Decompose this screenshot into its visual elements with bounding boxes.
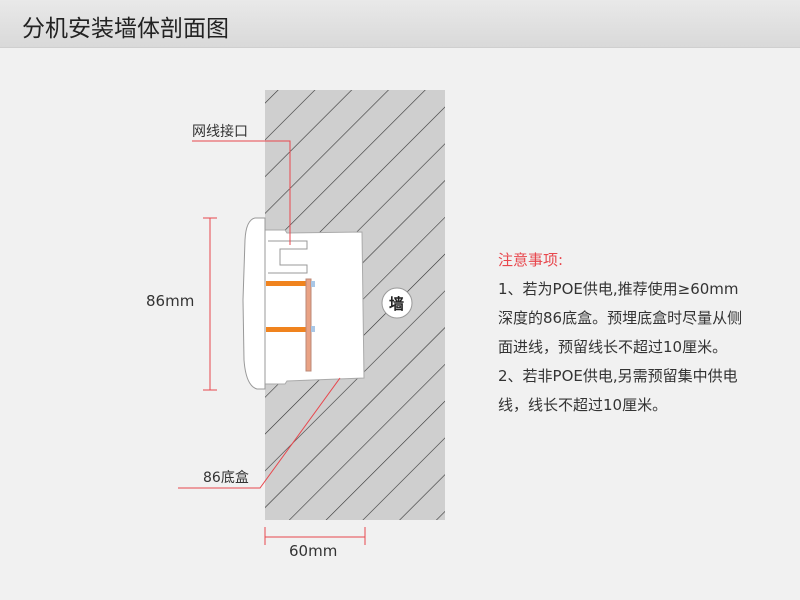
note-line: 2、若非POE供电,另需预留集中供电 <box>498 367 738 385</box>
note-line: 1、若为POE供电,推荐使用≥60mm <box>498 280 739 298</box>
header-bar: 分机安装墙体剖面图 <box>0 0 800 48</box>
mount-plate <box>305 278 312 372</box>
note-line: 深度的86底盒。预埋底盒时尽量从侧 <box>498 309 743 327</box>
device-faceplate <box>242 217 266 390</box>
note-line: 面进线，预留线长不超过10厘米。 <box>498 338 728 356</box>
leader-cable-port <box>192 140 291 245</box>
leader-box <box>178 377 341 489</box>
notes-panel: 注意事项: 1、若为POE供电,推荐使用≥60mm 深度的86底盒。预埋底盒时尽… <box>498 246 798 420</box>
height-dimension-label: 86mm <box>146 292 195 310</box>
notes-title: 注意事项: <box>498 251 564 269</box>
wall-badge <box>381 287 413 319</box>
depth-dimension-label: 60mm <box>289 542 338 560</box>
wall-label: 墙 <box>389 295 405 313</box>
back-box <box>264 229 365 385</box>
box-label: 86底盒 <box>203 470 249 486</box>
page-title: 分机安装墙体剖面图 <box>22 16 229 42</box>
bracket-bottom <box>266 327 308 332</box>
bracket-top <box>266 281 308 286</box>
note-line: 线，线长不超过10厘米。 <box>498 396 668 414</box>
cable-port <box>268 240 308 274</box>
cable-port-label: 网线接口 <box>192 124 248 140</box>
